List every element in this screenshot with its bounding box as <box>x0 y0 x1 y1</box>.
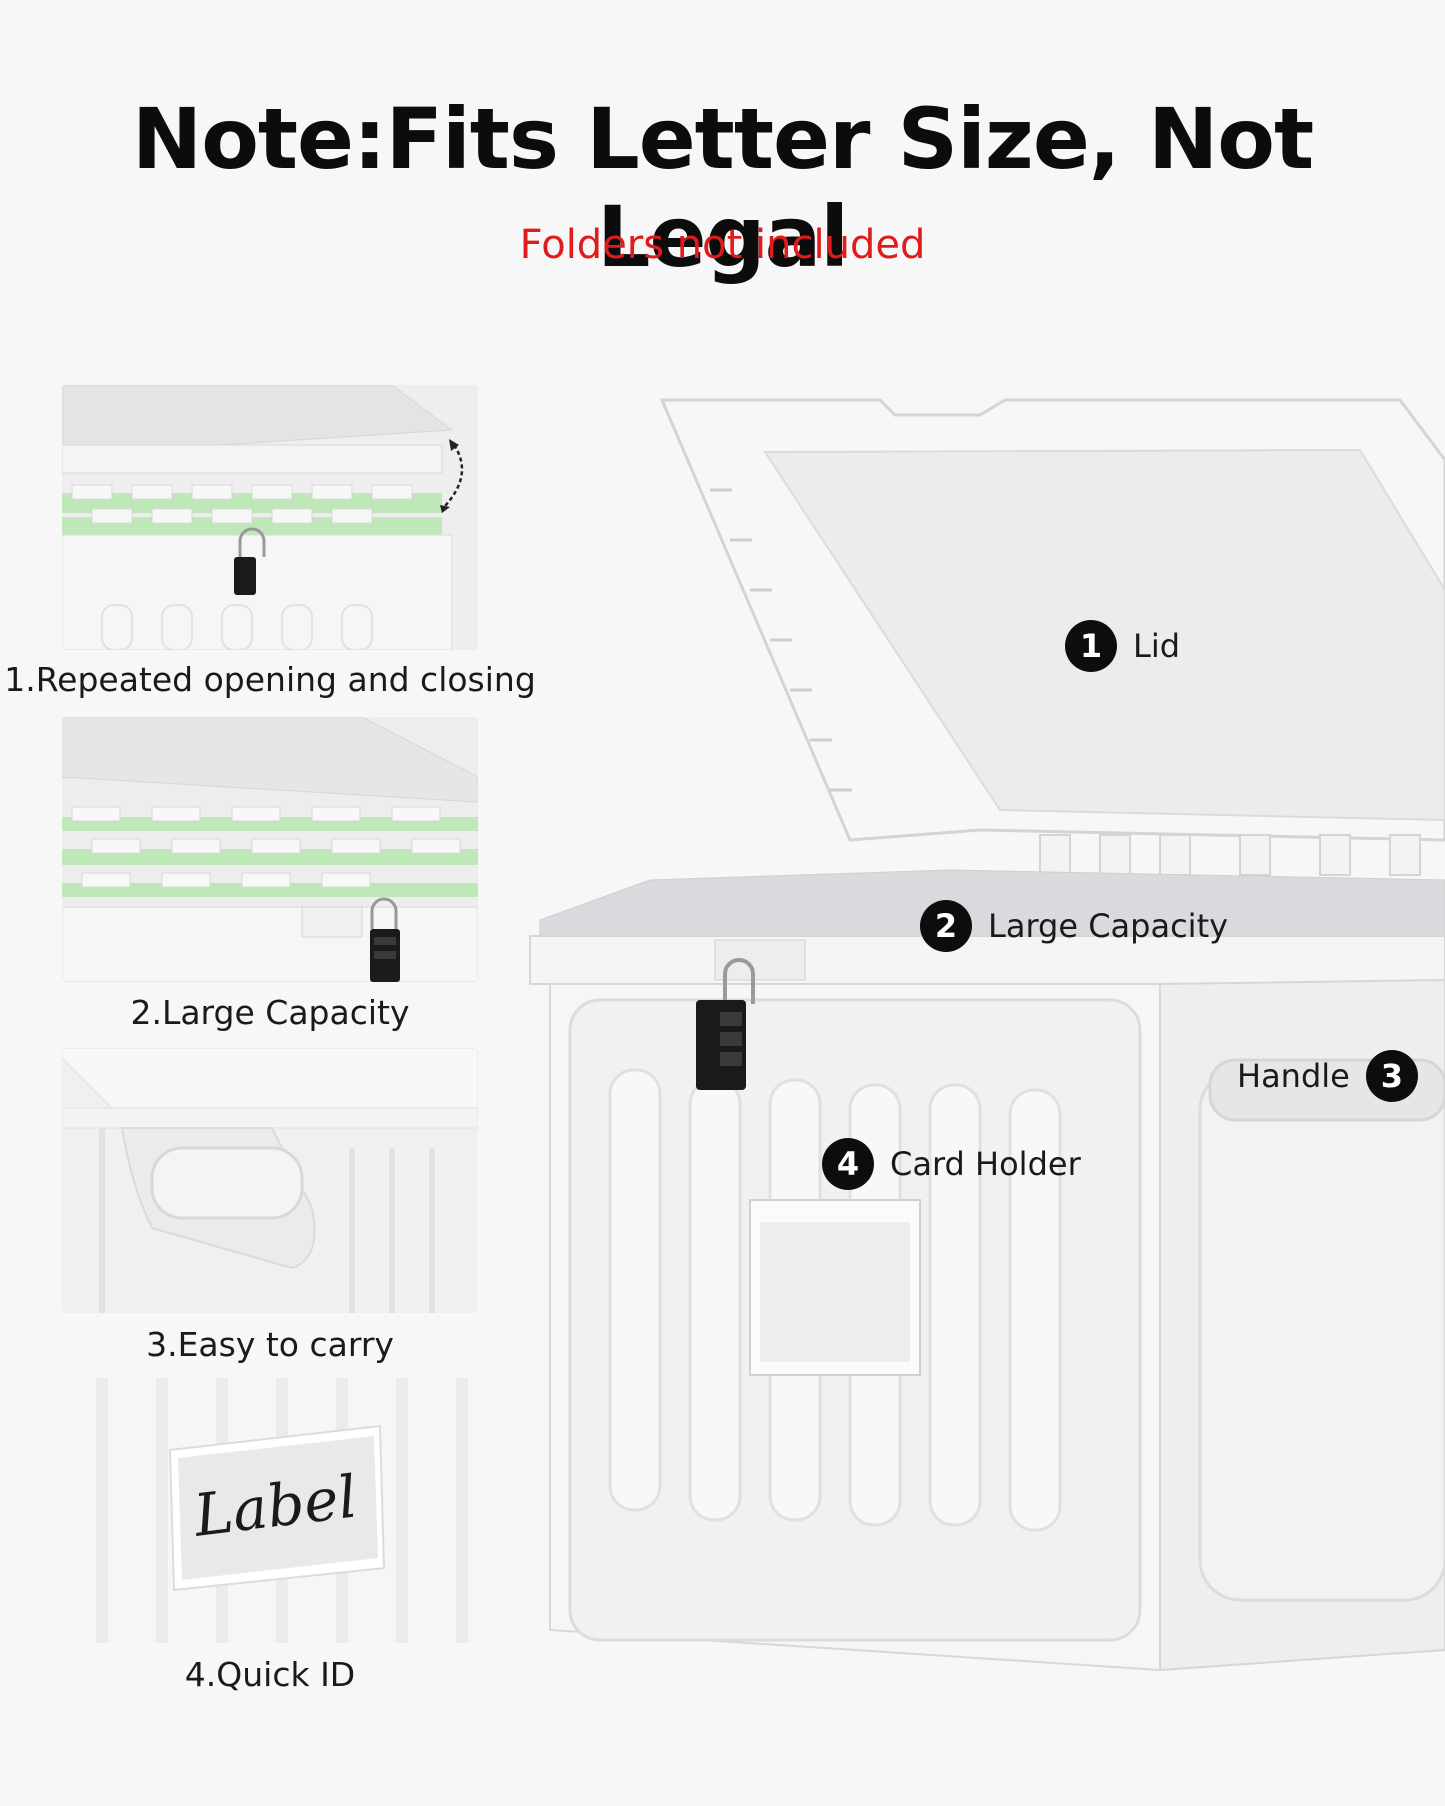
callout-label: Lid <box>1133 627 1181 665</box>
feature-image-capacity <box>62 717 478 982</box>
callout-handle: Handle 3 <box>1237 1050 1418 1102</box>
lock-icon <box>370 897 400 982</box>
callout-number: 3 <box>1365 1050 1418 1102</box>
feature-caption: 4.Quick ID <box>184 1655 356 1694</box>
page-subtitle: Folders not included <box>519 222 926 268</box>
callout-large-capacity: 2 Large Capacity <box>920 900 1228 952</box>
callout-lid: 1 Lid <box>1065 620 1180 672</box>
callout-label: Handle <box>1237 1057 1350 1095</box>
feature-caption: 1.Repeated opening and closing <box>4 660 536 699</box>
callout-label: Large Capacity <box>988 907 1229 945</box>
feature-caption: 2.Large Capacity <box>130 993 410 1032</box>
curved-arrow-icon <box>440 439 464 513</box>
feature-caption: 3.Easy to carry <box>146 1325 394 1364</box>
feature-image-opening <box>62 385 478 650</box>
callout-number: 2 <box>920 900 972 952</box>
feature-image-handle <box>62 1048 478 1313</box>
page-title: Note:Fits Letter Size, Not Legal <box>131 90 1314 286</box>
callout-label: Card Holder <box>890 1145 1081 1183</box>
product-main-image: 1 Lid 2 Large Capacity Handle 3 4 Card H… <box>520 380 1445 1700</box>
feature-image-label: Label <box>62 1378 478 1643</box>
lock-icon <box>696 939 806 1090</box>
callout-number: 1 <box>1065 620 1117 672</box>
callout-number: 4 <box>822 1138 874 1190</box>
callout-card-holder: 4 Card Holder <box>822 1138 1081 1190</box>
lock-icon <box>234 527 266 595</box>
